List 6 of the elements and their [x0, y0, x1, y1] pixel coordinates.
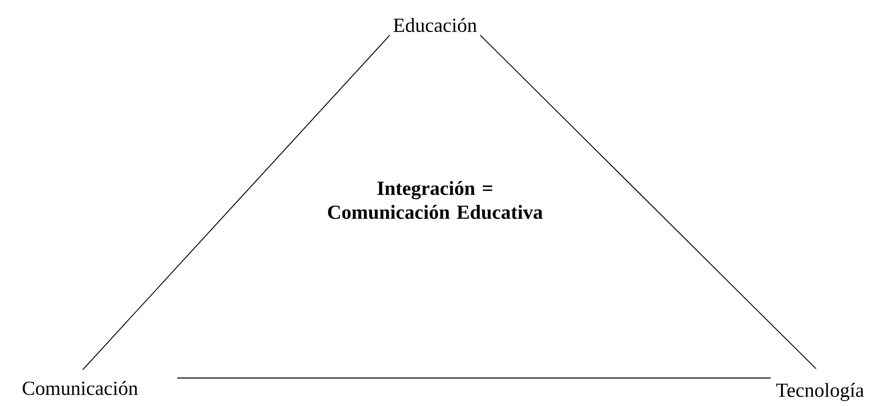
node-label: Tecnología: [776, 382, 864, 402]
node-label: Comunicación: [22, 380, 138, 396]
connector-line: [82, 34, 390, 370]
node-label: Educación: [394, 18, 477, 32]
center-label: Integración = Comunicación Educativa: [328, 181, 543, 219]
connector-line: [480, 34, 816, 370]
